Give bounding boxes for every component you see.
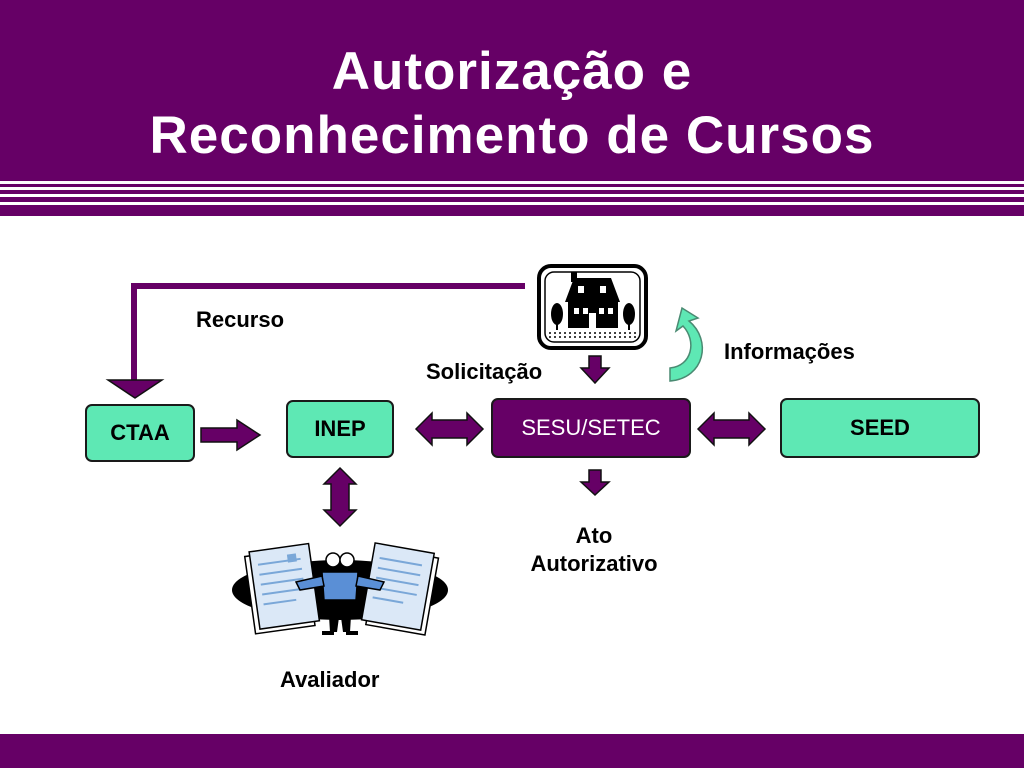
curved-arrow-icon [669, 306, 704, 382]
school-building-icon [537, 264, 648, 350]
node-seed: SEED [780, 398, 980, 458]
label-ato-line-2: Autorizativo [530, 551, 658, 576]
node-sesu-setec-label: SESU/SETEC [521, 415, 661, 440]
recurso-arrowhead [105, 379, 165, 399]
label-recurso: Recurso [196, 307, 285, 332]
recurso-connector [131, 283, 525, 382]
node-seed-label: SEED [850, 415, 910, 440]
arrow-ctaa-to-inep [200, 418, 262, 452]
arrow-ato [579, 469, 611, 497]
title-line-1: Autorização e [331, 42, 693, 101]
label-ato-line-1: Ato [575, 523, 613, 548]
label-avaliador: Avaliador [280, 667, 380, 692]
label-ato-autorizativo: Ato Autorizativo [514, 522, 674, 578]
label-informacoes: Informações [724, 339, 855, 364]
header-stripes [0, 178, 1024, 216]
node-inep-label: INEP [314, 416, 366, 441]
node-sesu-setec: SESU/SETEC [491, 398, 691, 458]
title-line-2: Reconhecimento de Cursos [149, 106, 875, 165]
node-ctaa: CTAA [85, 404, 195, 462]
footer-band [0, 734, 1024, 768]
page-title: Autorização e Reconhecimento de Cursos [0, 40, 1024, 168]
node-inep: INEP [286, 400, 394, 458]
node-ctaa-label: CTAA [110, 420, 170, 445]
evaluator-clipart-icon [232, 542, 448, 636]
arrow-inep-sesu [414, 411, 485, 447]
header-band [0, 0, 1024, 178]
arrow-sesu-seed [696, 411, 767, 447]
arrow-solicitacao [579, 355, 611, 385]
arrow-inep-avaliador [322, 466, 358, 528]
label-solicitacao: Solicitação [426, 359, 543, 384]
